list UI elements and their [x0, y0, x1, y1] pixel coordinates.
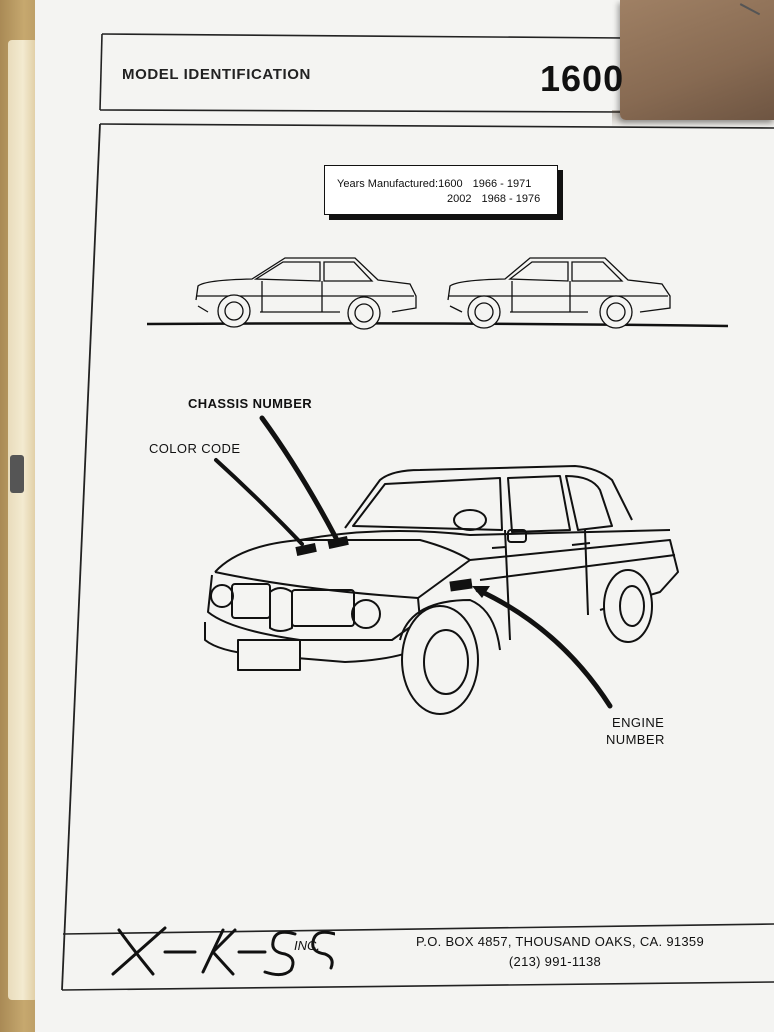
color-code-plate: [295, 543, 317, 556]
years-range: 1966 - 1971: [472, 178, 532, 190]
years-manufactured-box: Years Manufactured:1600 1966 - 1971 2002 1…: [324, 165, 558, 215]
three-quarter-view-car: [204, 465, 679, 715]
color-code-arrow: [214, 458, 304, 546]
leather-cover-corner: [620, 0, 774, 120]
side-view-car-left: [195, 257, 417, 330]
chassis-arrow: [259, 415, 339, 541]
company-address: P.O. BOX 4857, THOUSAND OAKS, CA. 91359: [416, 934, 704, 949]
chassis-number-plate: [327, 536, 349, 549]
years-model: 1600: [438, 178, 463, 190]
years-range: 1968 - 1976: [481, 193, 541, 205]
xkss-logo: [105, 922, 337, 982]
logo-suffix: INC.: [294, 938, 320, 953]
years-row-2002: 2002 1968 - 1976: [447, 193, 540, 205]
years-row-1600: Years Manufactured:1600 1966 - 1971: [337, 178, 531, 190]
engine-label-line2: NUMBER: [606, 732, 665, 747]
binder-page-edge: [8, 40, 38, 1000]
page-title: MODEL IDENTIFICATION: [122, 66, 311, 83]
engine-label-line1: ENGINE: [612, 715, 665, 730]
color-code-label: COLOR CODE: [149, 441, 241, 456]
years-model: 2002: [447, 193, 472, 205]
xkss-logo-mark: [111, 926, 337, 977]
engine-arrow: [475, 587, 613, 709]
company-phone: (213) 991-1138: [508, 954, 602, 969]
years-label: Years Manufactured:: [337, 178, 439, 190]
chassis-number-label: CHASSIS NUMBER: [188, 396, 313, 411]
model-number: 1600: [540, 58, 625, 99]
side-view-car-right: [447, 257, 671, 329]
engine-number-plate: [449, 578, 473, 592]
binder-clip: [10, 455, 24, 493]
